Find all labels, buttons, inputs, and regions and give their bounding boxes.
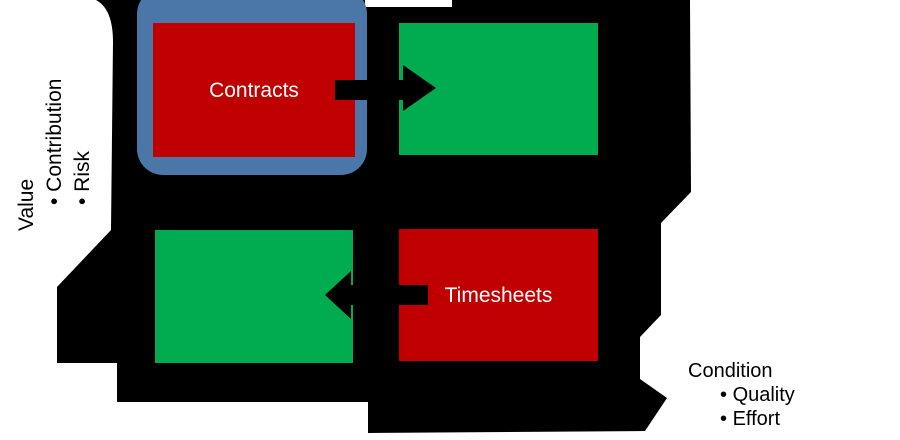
quadrant-box-bottom-left: [155, 230, 353, 363]
y-axis-item-risk: Risk: [69, 41, 97, 231]
x-axis-item-effort: Effort: [688, 407, 795, 431]
x-axis-item-quality: Quality: [688, 383, 795, 407]
x-axis-title: Condition: [688, 360, 773, 382]
quadrant-box-top-right: [399, 23, 598, 155]
timesheets-label: Timesheets: [444, 283, 553, 307]
y-axis-title: Value: [15, 178, 38, 231]
quadrant-box-timesheets: Timesheets: [399, 229, 598, 361]
contracts-label: Contracts: [209, 78, 299, 102]
x-axis-label-block: Condition Quality Effort: [688, 359, 795, 431]
y-axis-label-block: Value Contribution Risk: [13, 41, 97, 231]
quadrant-box-contracts: Contracts: [153, 23, 355, 157]
y-axis-item-contribution: Contribution: [41, 41, 69, 231]
